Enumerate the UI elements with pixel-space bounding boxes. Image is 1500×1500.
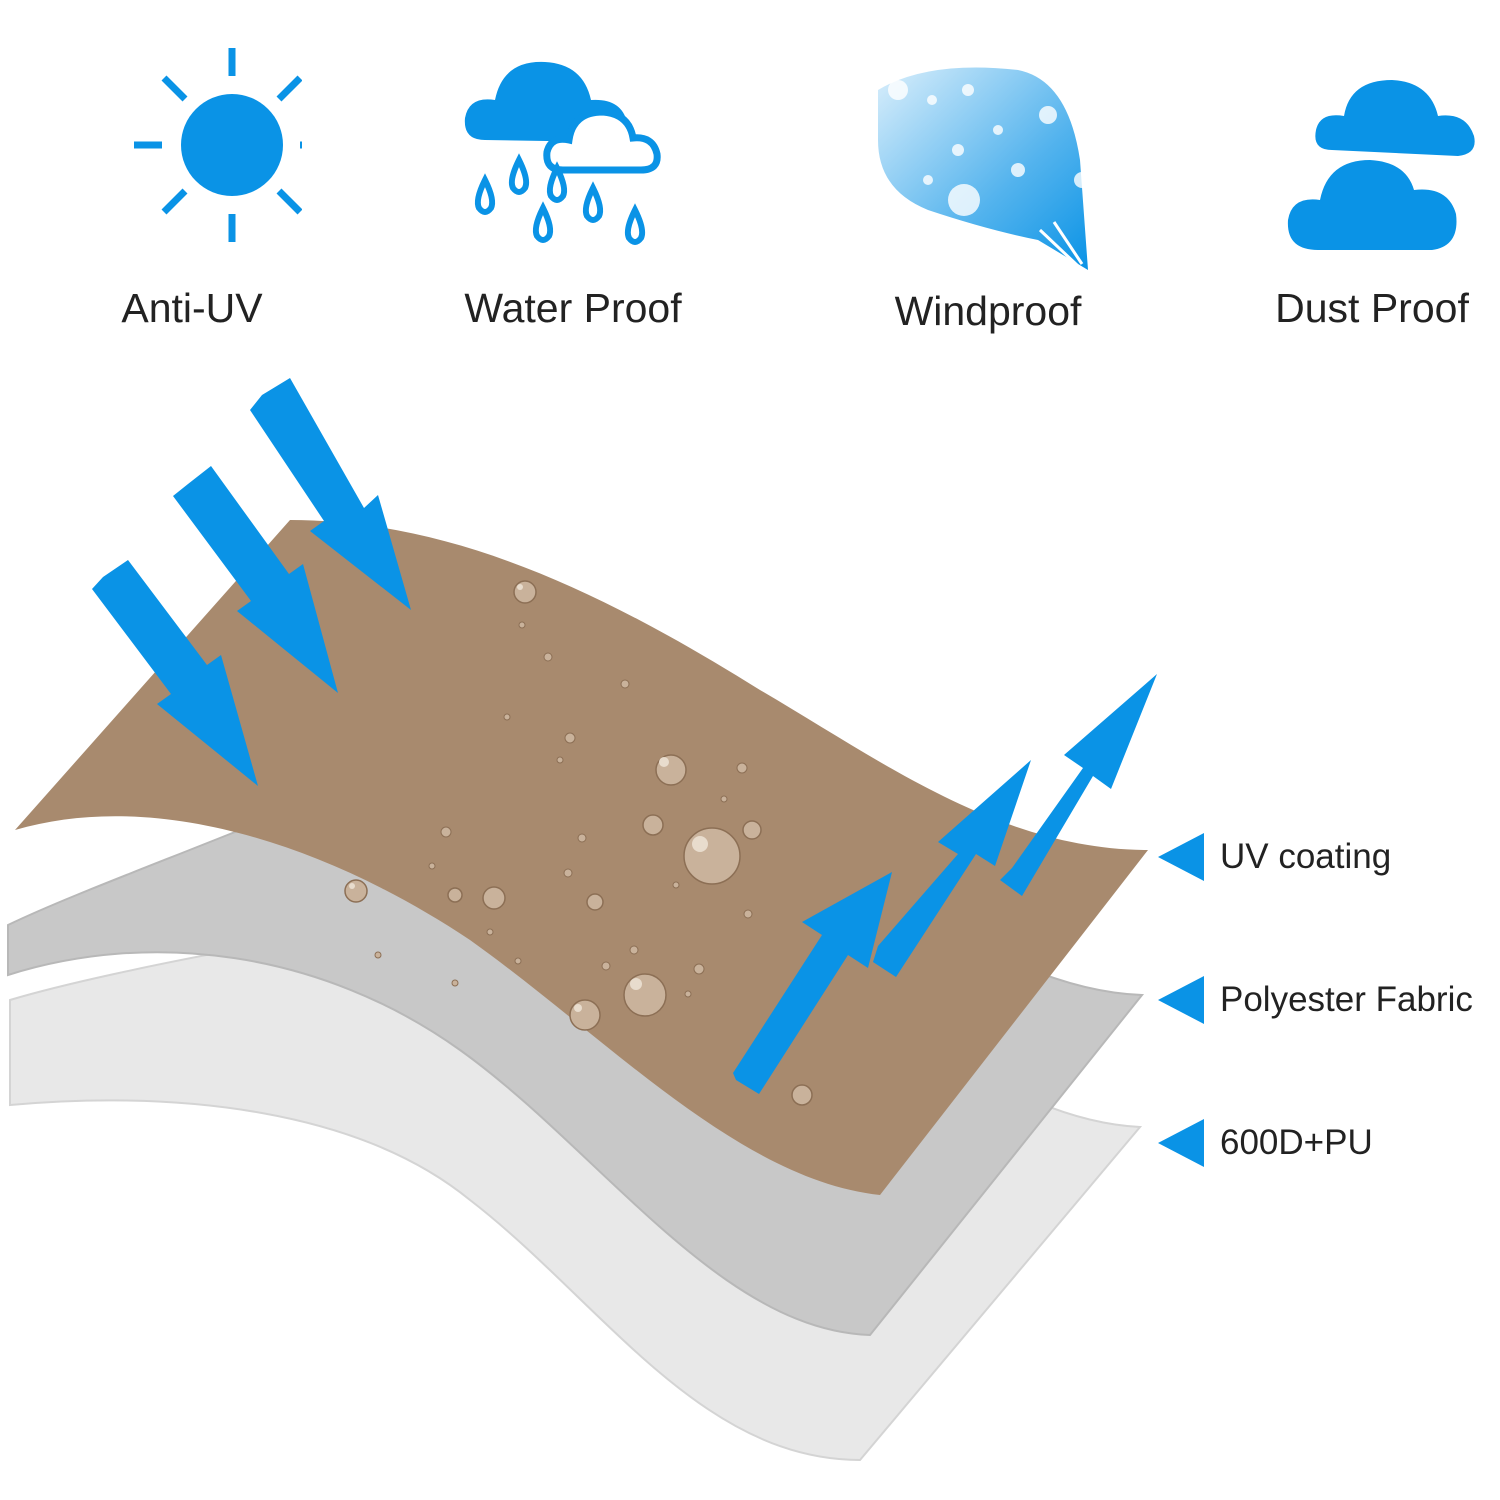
outgoing-arrow	[733, 872, 892, 1094]
water-droplets	[344, 580, 813, 1106]
layer-label-600d-pu: 600D+PU	[1158, 1118, 1373, 1168]
feature-dust-proof: Dust Proof	[1222, 40, 1500, 331]
layer-uv-coating	[15, 520, 1148, 1195]
pointer-triangle-icon	[1158, 1119, 1204, 1167]
layer-label-text: Polyester Fabric	[1220, 980, 1473, 1019]
feature-windproof: Windproof	[838, 40, 1138, 334]
pointer-triangle-icon	[1158, 833, 1204, 881]
feature-label: Dust Proof	[1275, 285, 1469, 331]
outgoing-arrow	[873, 760, 1031, 977]
incoming-arrow	[250, 378, 411, 610]
feature-label: Windproof	[894, 288, 1082, 334]
layer-label-text: 600D+PU	[1220, 1123, 1373, 1162]
incoming-arrow	[92, 560, 258, 786]
rain-cloud-icon	[464, 61, 661, 245]
feature-label: Water Proof	[464, 285, 682, 331]
clouds-icon	[1280, 80, 1475, 257]
layer-label-uv-coating: UV coating	[1158, 832, 1391, 882]
feature-anti-uv: Anti-UV	[42, 40, 342, 331]
incoming-arrows	[92, 378, 411, 786]
outgoing-arrows	[733, 674, 1157, 1094]
pointer-triangle-icon	[1158, 976, 1204, 1024]
sun-icon	[134, 48, 302, 242]
wind-spray-icon	[878, 67, 1090, 270]
outgoing-arrow	[1000, 674, 1157, 896]
feature-label: Anti-UV	[121, 285, 263, 331]
layer-label-text: UV coating	[1220, 837, 1392, 876]
incoming-arrow	[173, 466, 338, 693]
feature-water-proof: Water Proof	[423, 40, 723, 331]
layer-label-polyester-fabric: Polyester Fabric	[1158, 975, 1473, 1025]
